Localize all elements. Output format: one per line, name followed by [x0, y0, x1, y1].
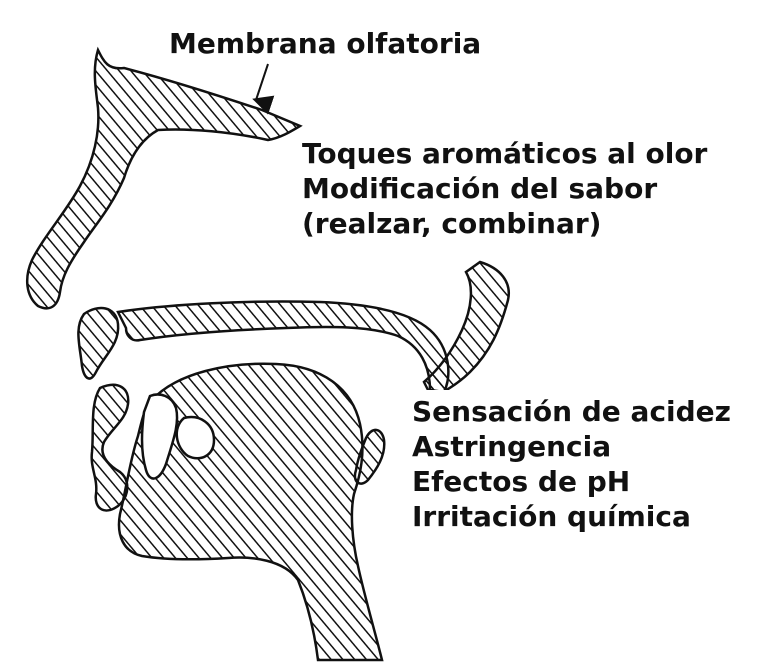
tongue-tip-cutout [177, 417, 214, 458]
lower-lip-chin-shape [92, 385, 129, 511]
oral-effects-label: Sensación de acidez Astringencia Efectos… [404, 390, 737, 542]
nasal-effects-line-1: Toques aromáticos al olor [302, 136, 707, 171]
oral-effects-line-2: Astringencia [412, 429, 731, 464]
olfactory-arrow [256, 64, 268, 100]
olfactory-membrane-label: Membrana olfatoria [165, 24, 485, 63]
olfactory-membrane-text: Membrana olfatoria [169, 26, 481, 61]
nasal-effects-line-2: Modificación del sabor [302, 171, 707, 206]
nasal-effects-label: Toques aromáticos al olor Modificación d… [292, 132, 713, 249]
nasal-effects-line-3: (realzar, combinar) [302, 206, 707, 241]
oral-effects-line-4: Irritación química [412, 499, 731, 534]
upper-lip-shape [78, 308, 118, 379]
oral-effects-line-3: Efectos de pH [412, 464, 731, 499]
oral-effects-line-1: Sensación de acidez [412, 394, 731, 429]
